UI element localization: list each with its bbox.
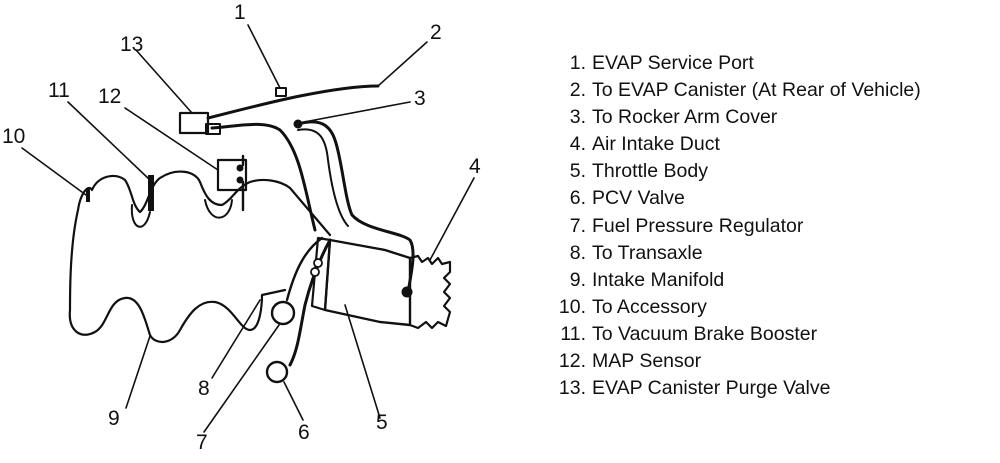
evap-service-port xyxy=(275,87,287,97)
legend-item: 4. Air Intake Duct xyxy=(550,131,1000,158)
legend-item: 13. EVAP Canister Purge Valve xyxy=(550,375,1000,402)
legend-number: 13. xyxy=(558,377,586,400)
legend-number: 7. xyxy=(569,214,586,237)
legend-text: EVAP Canister Purge Valve xyxy=(592,377,831,400)
callout-6: 6 xyxy=(298,421,310,444)
callout-5: 5 xyxy=(376,411,388,434)
throttle-body xyxy=(323,238,412,327)
legend-text: MAP Sensor xyxy=(592,350,702,373)
map-sensor-port xyxy=(236,164,244,172)
legend-number: 2. xyxy=(569,79,586,102)
callout-7: 7 xyxy=(196,431,208,454)
legend-number: 12. xyxy=(558,350,586,373)
callout-3: 3 xyxy=(414,87,426,110)
callout-1: 1 xyxy=(234,1,246,24)
legend-item: 5. Throttle Body xyxy=(550,158,1000,185)
intake-manifold xyxy=(68,170,332,343)
legend-number: 6. xyxy=(569,187,586,210)
legend-number: 9. xyxy=(569,268,586,291)
legend-item: 12. MAP Sensor xyxy=(550,348,1000,375)
legend-text: EVAP Service Port xyxy=(592,52,754,74)
legend-text: Fuel Pressure Regulator xyxy=(592,214,804,237)
pcv-valve xyxy=(265,360,289,384)
hose-to-rocker-cover-inner xyxy=(297,128,349,227)
legend-number: 4. xyxy=(569,133,586,156)
legend-text: To Vacuum Brake Booster xyxy=(592,322,818,345)
legend-text: Intake Manifold xyxy=(592,268,725,291)
legend-text: PCV Valve xyxy=(592,187,685,210)
legend-text: To Rocker Arm Cover xyxy=(592,106,778,129)
hose-to-rocker-cover xyxy=(296,120,415,294)
air-intake-duct xyxy=(408,254,452,330)
callout-9: 9 xyxy=(108,407,120,430)
legend-item: 8. To Transaxle xyxy=(550,240,1000,267)
hose-to-transaxle xyxy=(285,236,324,302)
legend-item: 6. PCV Valve xyxy=(550,185,1000,212)
legend-list: 1. EVAP Service Port 2. To EVAP Canister (… xyxy=(550,50,1000,402)
legend-number: 11. xyxy=(560,322,586,345)
leader-lines xyxy=(21,24,475,433)
accessory-fitting xyxy=(86,188,90,202)
legend-text: Throttle Body xyxy=(592,160,708,183)
legend-item: 10. To Accessory xyxy=(550,294,1000,321)
throttle-body-flange xyxy=(310,236,332,312)
legend-item: 7. Fuel Pressure Regulator xyxy=(550,213,1000,240)
callout-12: 12 xyxy=(98,85,122,108)
legend-number: 3. xyxy=(569,106,586,129)
legend-item: 2. To EVAP Canister (At Rear of Vehicle) xyxy=(550,77,1000,104)
inline-fitting xyxy=(313,258,323,268)
callout-8: 8 xyxy=(198,377,210,400)
inline-fitting xyxy=(310,267,320,277)
callout-11: 11 xyxy=(48,79,70,102)
map-sensor-port xyxy=(236,176,244,184)
legend-text: To Transaxle xyxy=(592,241,703,264)
callout-10: 10 xyxy=(2,125,26,148)
legend-text: To EVAP Canister (At Rear of Vehicle) xyxy=(592,79,921,102)
callout-4: 4 xyxy=(469,155,481,178)
legend-number: 8. xyxy=(569,241,586,264)
callout-13: 13 xyxy=(120,33,144,56)
map-sensor xyxy=(216,158,248,192)
legend-number: 1. xyxy=(569,52,586,74)
legend-item: 11. To Vacuum Brake Booster xyxy=(550,321,1000,348)
evap-purge-valve xyxy=(178,111,210,135)
legend-item: 9. Intake Manifold xyxy=(550,267,1000,294)
callout-2: 2 xyxy=(430,21,442,44)
fuel-pressure-regulator xyxy=(270,300,296,326)
legend-number: 5. xyxy=(569,160,586,183)
legend-item: 3. To Rocker Arm Cover xyxy=(550,104,1000,131)
hose-to-evap-canister xyxy=(206,84,380,120)
brake-booster-fitting xyxy=(148,175,154,211)
legend-text: To Accessory xyxy=(592,295,707,318)
legend-item: 1. EVAP Service Port xyxy=(550,50,1000,77)
hose-to-pcv xyxy=(288,238,332,367)
purge-hose xyxy=(210,122,317,232)
legend-text: Air Intake Duct xyxy=(592,133,720,156)
manifold-ridge xyxy=(130,204,151,228)
legend-number: 10. xyxy=(558,295,586,318)
purge-valve-connector xyxy=(205,123,221,135)
vacuum-hose-diagram xyxy=(21,24,475,433)
manifold-ridge xyxy=(204,199,233,219)
